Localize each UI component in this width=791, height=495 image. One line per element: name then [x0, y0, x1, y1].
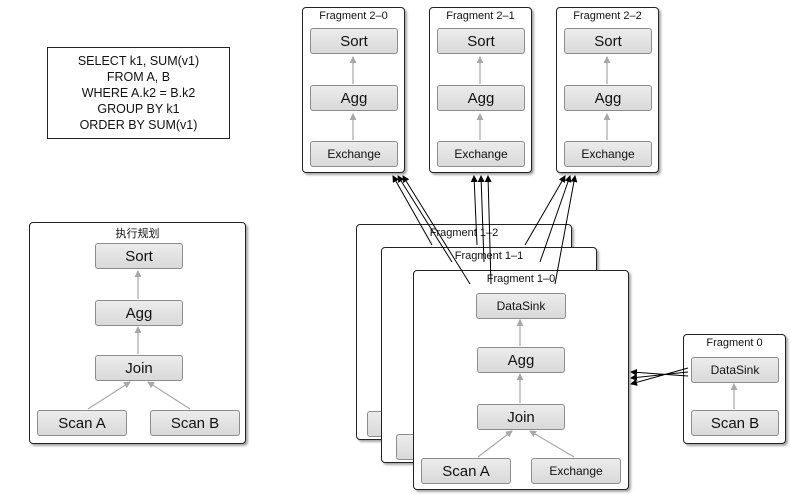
scan-a-node: Scan A: [421, 458, 511, 484]
execution-plan-title: 执行规划: [115, 228, 160, 240]
plan-join-node: Join: [95, 355, 183, 381]
join-node: Join: [477, 404, 565, 430]
agg-node: Agg: [477, 347, 565, 373]
fragment-title: Fragment 1–1: [454, 250, 524, 262]
agg-node: Agg: [310, 85, 398, 111]
sql-line: GROUP BY k1: [97, 102, 180, 116]
agg-node: Agg: [437, 85, 525, 111]
sort-node: Sort: [437, 28, 525, 54]
plan-agg-node: Agg: [95, 300, 183, 326]
broadcast-arrow: [630, 368, 689, 377]
fragment-0: Fragment 0 DataSink Scan B: [683, 334, 786, 444]
sql-line: WHERE A.k2 = B.k2: [81, 86, 196, 100]
sort-node: Sort: [310, 28, 398, 54]
agg-node: Agg: [564, 85, 652, 111]
sql-line: SELECT k1, SUM(v1): [77, 54, 200, 68]
exchange-node: Exchange: [437, 141, 525, 167]
exchange-node: Exchange: [310, 141, 398, 167]
exchange-node: Exchange: [531, 458, 621, 484]
sql-line: ORDER BY SUM(v1): [79, 118, 198, 132]
sort-node: Sort: [564, 28, 652, 54]
execution-plan-frame: 执行规划 Sort Agg Join Scan A Scan B: [29, 222, 246, 444]
plan-sort-node: Sort: [95, 243, 183, 269]
plan-scan-a-node: Scan A: [37, 410, 127, 436]
fragment-title: Fragment 2–0: [319, 10, 388, 22]
exchange-node: Exchange: [564, 141, 652, 167]
fragment-2-2: Fragment 2–2 Sort Agg Exchange: [556, 7, 659, 173]
sql-query-box: SELECT k1, SUM(v1) FROM A, B WHERE A.k2 …: [47, 47, 230, 139]
datasink-node: DataSink: [691, 357, 779, 383]
sql-line: FROM A, B: [106, 70, 171, 84]
broadcast-arrow: [630, 367, 689, 386]
fragment-title: Fragment 1–2: [429, 227, 499, 239]
broadcast-arrow: [630, 371, 689, 381]
fragment-2-1: Fragment 2–1 Sort Agg Exchange: [429, 7, 532, 173]
datasink-node: DataSink: [476, 293, 566, 319]
fragment-2-0: Fragment 2–0 Sort Agg Exchange: [302, 7, 405, 173]
scan-b-node: Scan B: [691, 410, 779, 436]
fragment-1-0: Fragment 1–0 DataSink Agg Join Scan A Ex…: [413, 270, 629, 490]
plan-scan-b-node: Scan B: [150, 410, 240, 436]
fragment-title: Fragment 1–0: [486, 273, 556, 285]
fragment-title: Fragment 2–1: [446, 10, 515, 22]
fragment-title: Fragment 2–2: [573, 10, 642, 22]
fragment-title: Fragment 0: [706, 337, 763, 349]
